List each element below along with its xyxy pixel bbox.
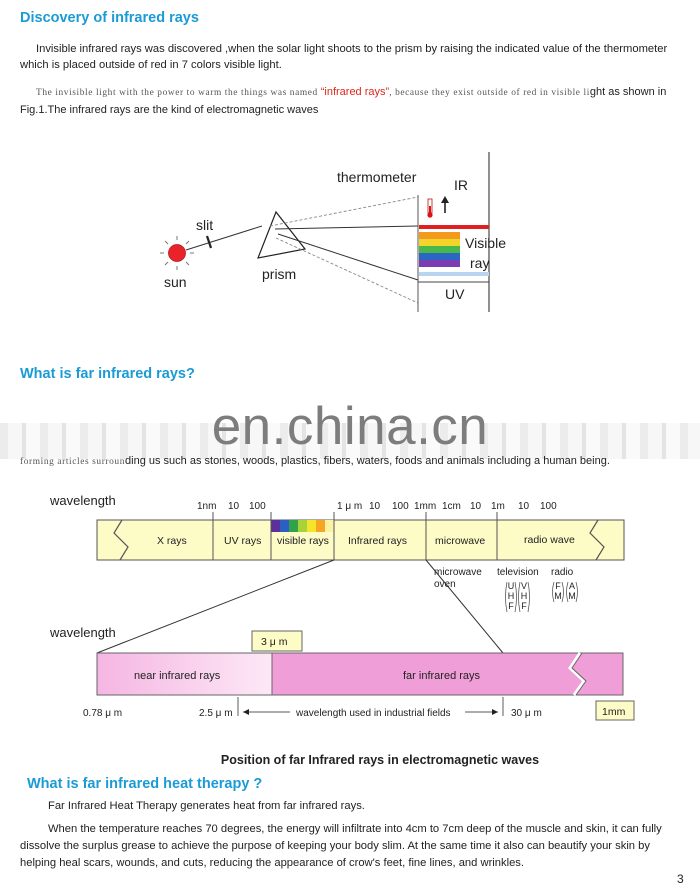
slit-label: slit	[196, 217, 213, 233]
svg-text:1 μ m: 1 μ m	[337, 501, 362, 512]
band-uv-rays: UV rays	[224, 535, 261, 547]
svg-text:10: 10	[228, 501, 240, 512]
band-visible-rays: visible rays	[277, 535, 329, 547]
paragraph-heat-therapy-detail: When the temperature reaches 70 degrees,…	[20, 823, 662, 869]
slit-mark	[205, 235, 213, 249]
visible-label: Visible	[465, 235, 506, 251]
band-microwave: microwave	[435, 535, 485, 547]
wavelength-label-top: wavelength	[49, 493, 116, 508]
svg-text:1m: 1m	[491, 501, 505, 512]
svg-text:F: F	[555, 581, 561, 591]
near-infrared-band	[96, 652, 273, 696]
svg-text:F: F	[521, 601, 527, 611]
blurred-text-band	[0, 423, 700, 459]
paragraph-infrared-named: The invisible light with the power to wa…	[20, 86, 667, 116]
visible-rainbow	[271, 520, 334, 532]
svg-text:V: V	[521, 581, 527, 591]
band-codes: UHF VHF FM AM	[508, 581, 576, 611]
infrared-rays-term: “infrared rays”	[320, 86, 390, 98]
ray-label: ray	[470, 255, 489, 271]
label-3um: 3 μ m	[261, 636, 288, 648]
page-number: 3	[677, 872, 684, 886]
spectrum-caption: Position of far Infrared rays in electro…	[220, 753, 540, 767]
tick-25um: 2.5 μ m	[199, 708, 233, 719]
thermometer-icon	[427, 198, 433, 218]
top-tick-labels: 1nm 10 100 1 μ m 10 100 1mm 1cm 10 1m 10…	[197, 501, 557, 512]
box-3um	[251, 630, 303, 652]
thermometer-label: thermometer	[337, 169, 417, 185]
svg-text:television: television	[497, 567, 539, 578]
far-infrared-band	[271, 652, 624, 696]
sun-icon	[160, 236, 194, 270]
ir-label: IR	[454, 177, 468, 193]
tick-30um: 30 μ m	[511, 708, 542, 719]
prism-label: prism	[262, 266, 296, 282]
near-infrared-label: near infrared rays	[134, 670, 221, 682]
industrial-range-label: wavelength used in industrial fields	[295, 708, 451, 719]
band-labels: X rays UV rays visible rays Infrared ray…	[157, 534, 575, 547]
heading-discovery: Discovery of infrared rays	[20, 10, 199, 26]
svg-text:U: U	[508, 581, 515, 591]
svg-text:M: M	[554, 591, 562, 601]
svg-text:oven: oven	[434, 579, 456, 590]
tick-078um: 0.78 μ m	[83, 708, 122, 719]
sun-label: sun	[164, 274, 187, 290]
heading-heat-therapy: What is far infrared heat therapy ?	[27, 776, 263, 792]
spectrum-bar	[96, 519, 625, 561]
svg-text:F: F	[508, 601, 514, 611]
svg-text:10: 10	[518, 501, 530, 512]
usage-labels: microwave oven television radio	[434, 567, 574, 590]
svg-text:H: H	[521, 591, 528, 601]
svg-text:radio: radio	[551, 567, 574, 578]
label-1mm: 1mm	[602, 706, 626, 718]
paragraph-heat-therapy-intro: Far Infrared Heat Therapy generates heat…	[48, 800, 365, 812]
svg-text:A: A	[569, 581, 575, 591]
svg-text:100: 100	[249, 501, 266, 512]
svg-text:10: 10	[470, 501, 482, 512]
svg-text:1mm: 1mm	[414, 501, 436, 512]
wavelength-label-bottom: wavelength	[49, 625, 116, 640]
heading-far-infrared: What is far infrared rays?	[20, 366, 195, 382]
svg-text:100: 100	[392, 501, 409, 512]
watermark: en.china.cn	[211, 397, 489, 456]
band-radio-wave: radio wave	[524, 534, 575, 546]
svg-text:100: 100	[540, 501, 557, 512]
svg-text:H: H	[508, 591, 515, 601]
prism-figure: sun slit prism thermometer IR Visible ra…	[160, 152, 506, 312]
uv-label: UV	[445, 286, 465, 302]
box-1mm	[595, 700, 635, 721]
svg-text:microwave: microwave	[434, 567, 482, 578]
band-x-rays: X rays	[157, 535, 187, 547]
paragraph-far-infrared: forming articles surrounding us such as …	[20, 455, 610, 467]
band-infrared-rays: Infrared rays	[348, 535, 407, 547]
svg-text:M: M	[568, 591, 576, 601]
spectrum-diagram: wavelength 1nm 10 100 1 μ m 10 100 1mm 1…	[49, 493, 625, 696]
svg-text:1nm: 1nm	[197, 501, 216, 512]
far-infrared-label: far infrared rays	[403, 670, 481, 682]
visible-spectrum-bands	[419, 225, 489, 276]
spectrum-bottom-ticks: 0.78 μ m 2.5 μ m wavelength used in indu…	[83, 697, 635, 721]
svg-text:10: 10	[369, 501, 381, 512]
svg-text:1cm: 1cm	[442, 501, 461, 512]
paragraph-discovery: Invisible infrared rays was discovered ,…	[20, 43, 668, 71]
